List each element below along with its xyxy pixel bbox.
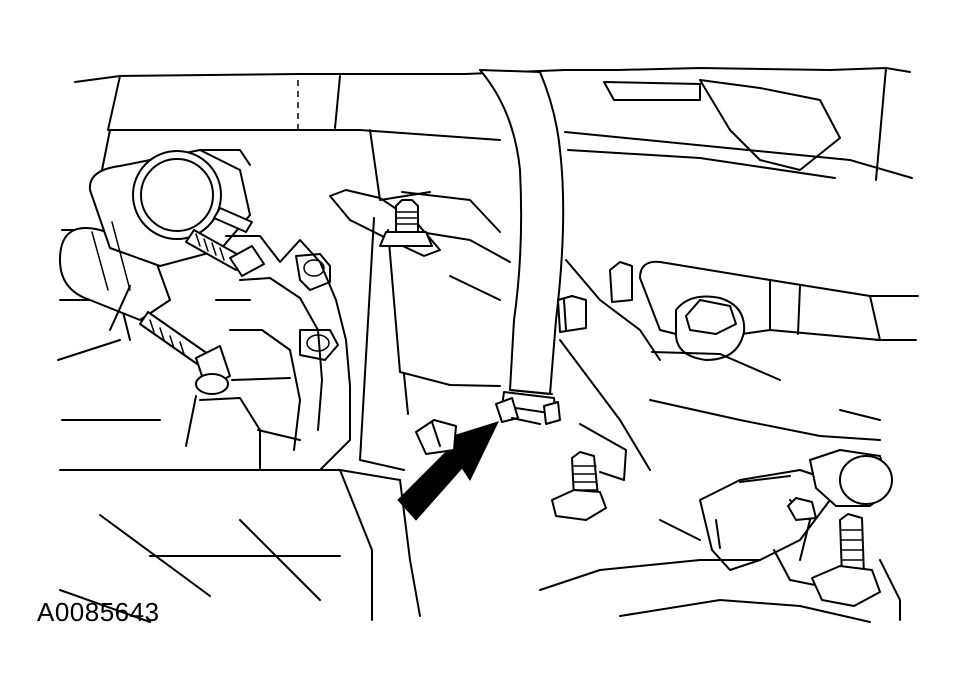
figure-reference-number: A0085643	[37, 597, 160, 627]
vacuum-hose	[479, 69, 565, 395]
coolant-outlet-elbow	[59, 149, 251, 331]
heater-outlet-pipe	[609, 260, 919, 381]
hose-clamp	[495, 391, 561, 425]
left-mounting-bolts	[139, 207, 265, 395]
coolant-return-pipe	[649, 399, 893, 591]
top-center-stud	[379, 199, 433, 247]
locating-pin	[415, 419, 457, 455]
lower-frame-rail	[539, 519, 901, 623]
sensor-connector	[557, 295, 587, 333]
center-bracket-cover	[329, 189, 661, 481]
right-mounting-bolts	[787, 497, 881, 607]
engine-block-section	[185, 235, 351, 471]
lower-center-stud	[551, 451, 607, 521]
upper-cowl-panel	[74, 67, 913, 201]
